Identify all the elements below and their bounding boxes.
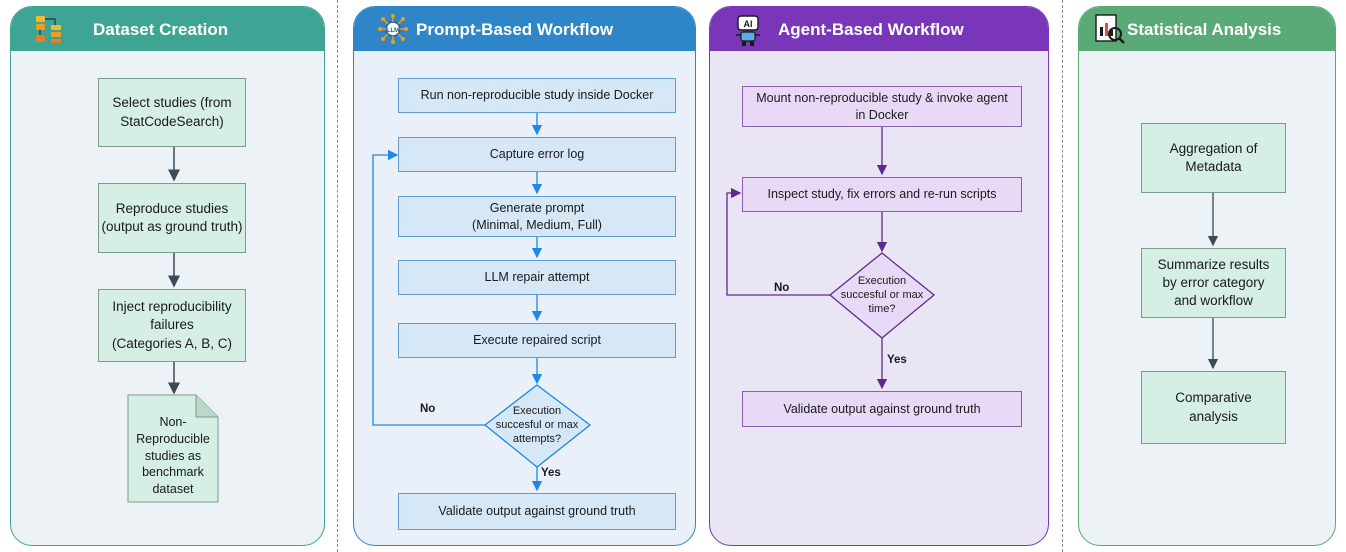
generate-prompt-step: Generate prompt (Minimal, Medium, Full)	[398, 196, 676, 237]
prompt-decision-diamond	[483, 384, 592, 468]
divider-2	[1062, 0, 1063, 552]
divider-1	[337, 0, 338, 552]
agent-decision-diamond	[828, 252, 936, 339]
arrow-decision-no-loop	[726, 187, 830, 296]
benchmark-dataset-label: Non- Reproducible studies as benchmark d…	[136, 414, 210, 497]
report-chart-icon	[1093, 13, 1125, 50]
capture-error-log-step: Capture error log	[398, 137, 676, 172]
reproduce-studies-step: Reproduce studies (output as ground trut…	[98, 183, 246, 253]
execute-repaired-script-step: Execute repaired script	[398, 323, 676, 358]
statistical-analysis-header: Statistical Analysis	[1079, 7, 1335, 51]
inject-failures-step: Inject reproducibility failures (Categor…	[98, 289, 246, 362]
summarize-results-step: Summarize results by error category and …	[1141, 248, 1286, 318]
llm-repair-step: LLM repair attempt	[398, 260, 676, 295]
ai-robot-icon: AI	[732, 13, 764, 52]
inspect-fix-rerun-step: Inspect study, fix errors and re-run scr…	[742, 177, 1022, 212]
prompt-validate-output-step: Validate output against ground truth	[398, 493, 676, 530]
dataset-creation-title: Dataset Creation	[93, 20, 229, 39]
agent-validate-output-step: Validate output against ground truth	[742, 391, 1022, 427]
aggregate-metadata-step: Aggregation of Metadata	[1141, 123, 1286, 193]
statistical-analysis-title: Statistical Analysis	[1127, 20, 1282, 39]
arrow-decision-no-loop	[372, 149, 485, 426]
select-studies-step: Select studies (from StatCodeSearch)	[98, 78, 246, 147]
prompt-workflow-title: Prompt-Based Workflow	[416, 20, 614, 39]
ai-icon-text: AI	[744, 19, 753, 29]
agent-workflow-header: AI Agent-Based Workflow	[710, 7, 1048, 51]
run-study-docker-step: Run non-reproducible study inside Docker	[398, 78, 676, 113]
dataset-creation-header: Dataset Creation	[11, 7, 324, 51]
prompt-yes-label: Yes	[541, 467, 561, 479]
comparative-analysis-step: Comparative analysis	[1141, 371, 1286, 444]
llm-network-icon: LLM	[376, 13, 410, 50]
agent-yes-label: Yes	[887, 354, 907, 366]
svg-text:LLM: LLM	[387, 28, 399, 34]
agent-workflow-title: Agent-Based Workflow	[778, 20, 964, 39]
prompt-workflow-header: LLM Prompt-Based Workflow	[354, 7, 695, 51]
agent-no-label: No	[774, 282, 790, 294]
prompt-decision-text: Execution succesful or max attempts?	[495, 404, 579, 446]
mount-study-invoke-agent-step: Mount non-reproducible study & invoke ag…	[742, 86, 1022, 127]
prompt-no-label: No	[420, 403, 436, 415]
agent-decision-text: Execution succesful or max time?	[840, 274, 924, 316]
benchmark-dataset-document	[127, 394, 219, 503]
database-stack-icon	[33, 13, 65, 50]
